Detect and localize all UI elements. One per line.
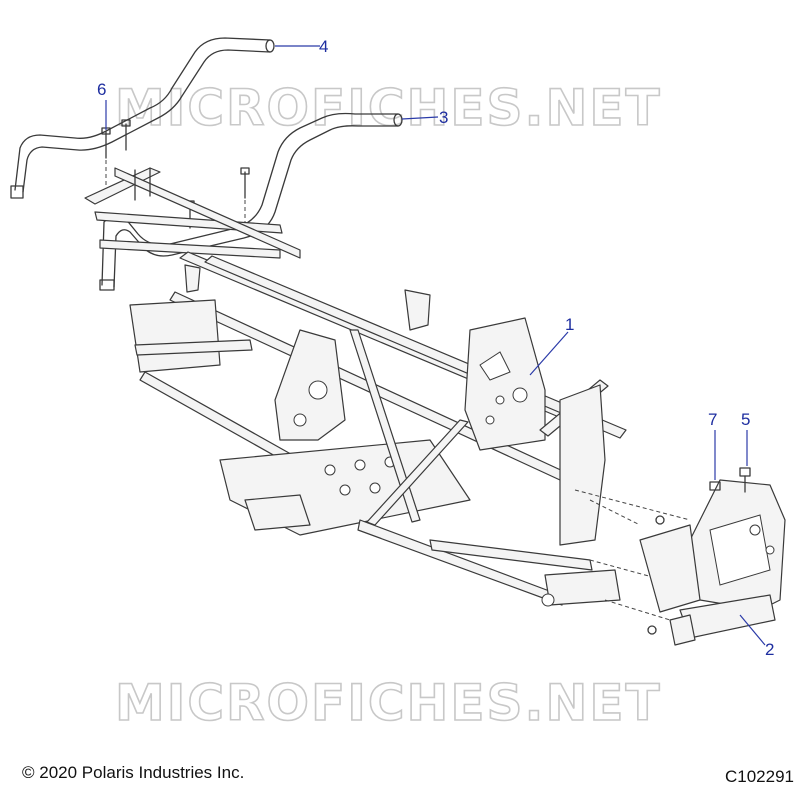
leader-3 xyxy=(401,116,439,120)
rack-tube-part-4 xyxy=(10,37,275,199)
rear-rack-frame xyxy=(84,167,301,259)
callout-4: 4 xyxy=(319,37,328,56)
callout-1: 1 xyxy=(565,315,574,334)
rack-tube-part-3 xyxy=(99,112,403,291)
callout-7: 7 xyxy=(708,410,717,429)
callout-5: 5 xyxy=(741,410,750,429)
callout-6: 6 xyxy=(97,80,106,99)
leader-1 xyxy=(529,331,569,376)
callout-2: 2 xyxy=(765,640,774,659)
callout-3: 3 xyxy=(439,108,448,127)
nut-part-7 xyxy=(647,481,721,635)
watermark-top: MICROFICHES.NET xyxy=(115,79,662,137)
front-bumper-part-2 xyxy=(639,479,786,646)
main-frame-part-1 xyxy=(129,251,627,607)
watermark-bottom: MICROFICHES.NET xyxy=(115,674,662,732)
bolt-part-5 xyxy=(739,467,751,493)
figure-id: C102291 xyxy=(724,767,794,786)
copyright-text: © 2020 Polaris Industries Inc. xyxy=(22,763,245,782)
leader-2 xyxy=(739,614,766,646)
